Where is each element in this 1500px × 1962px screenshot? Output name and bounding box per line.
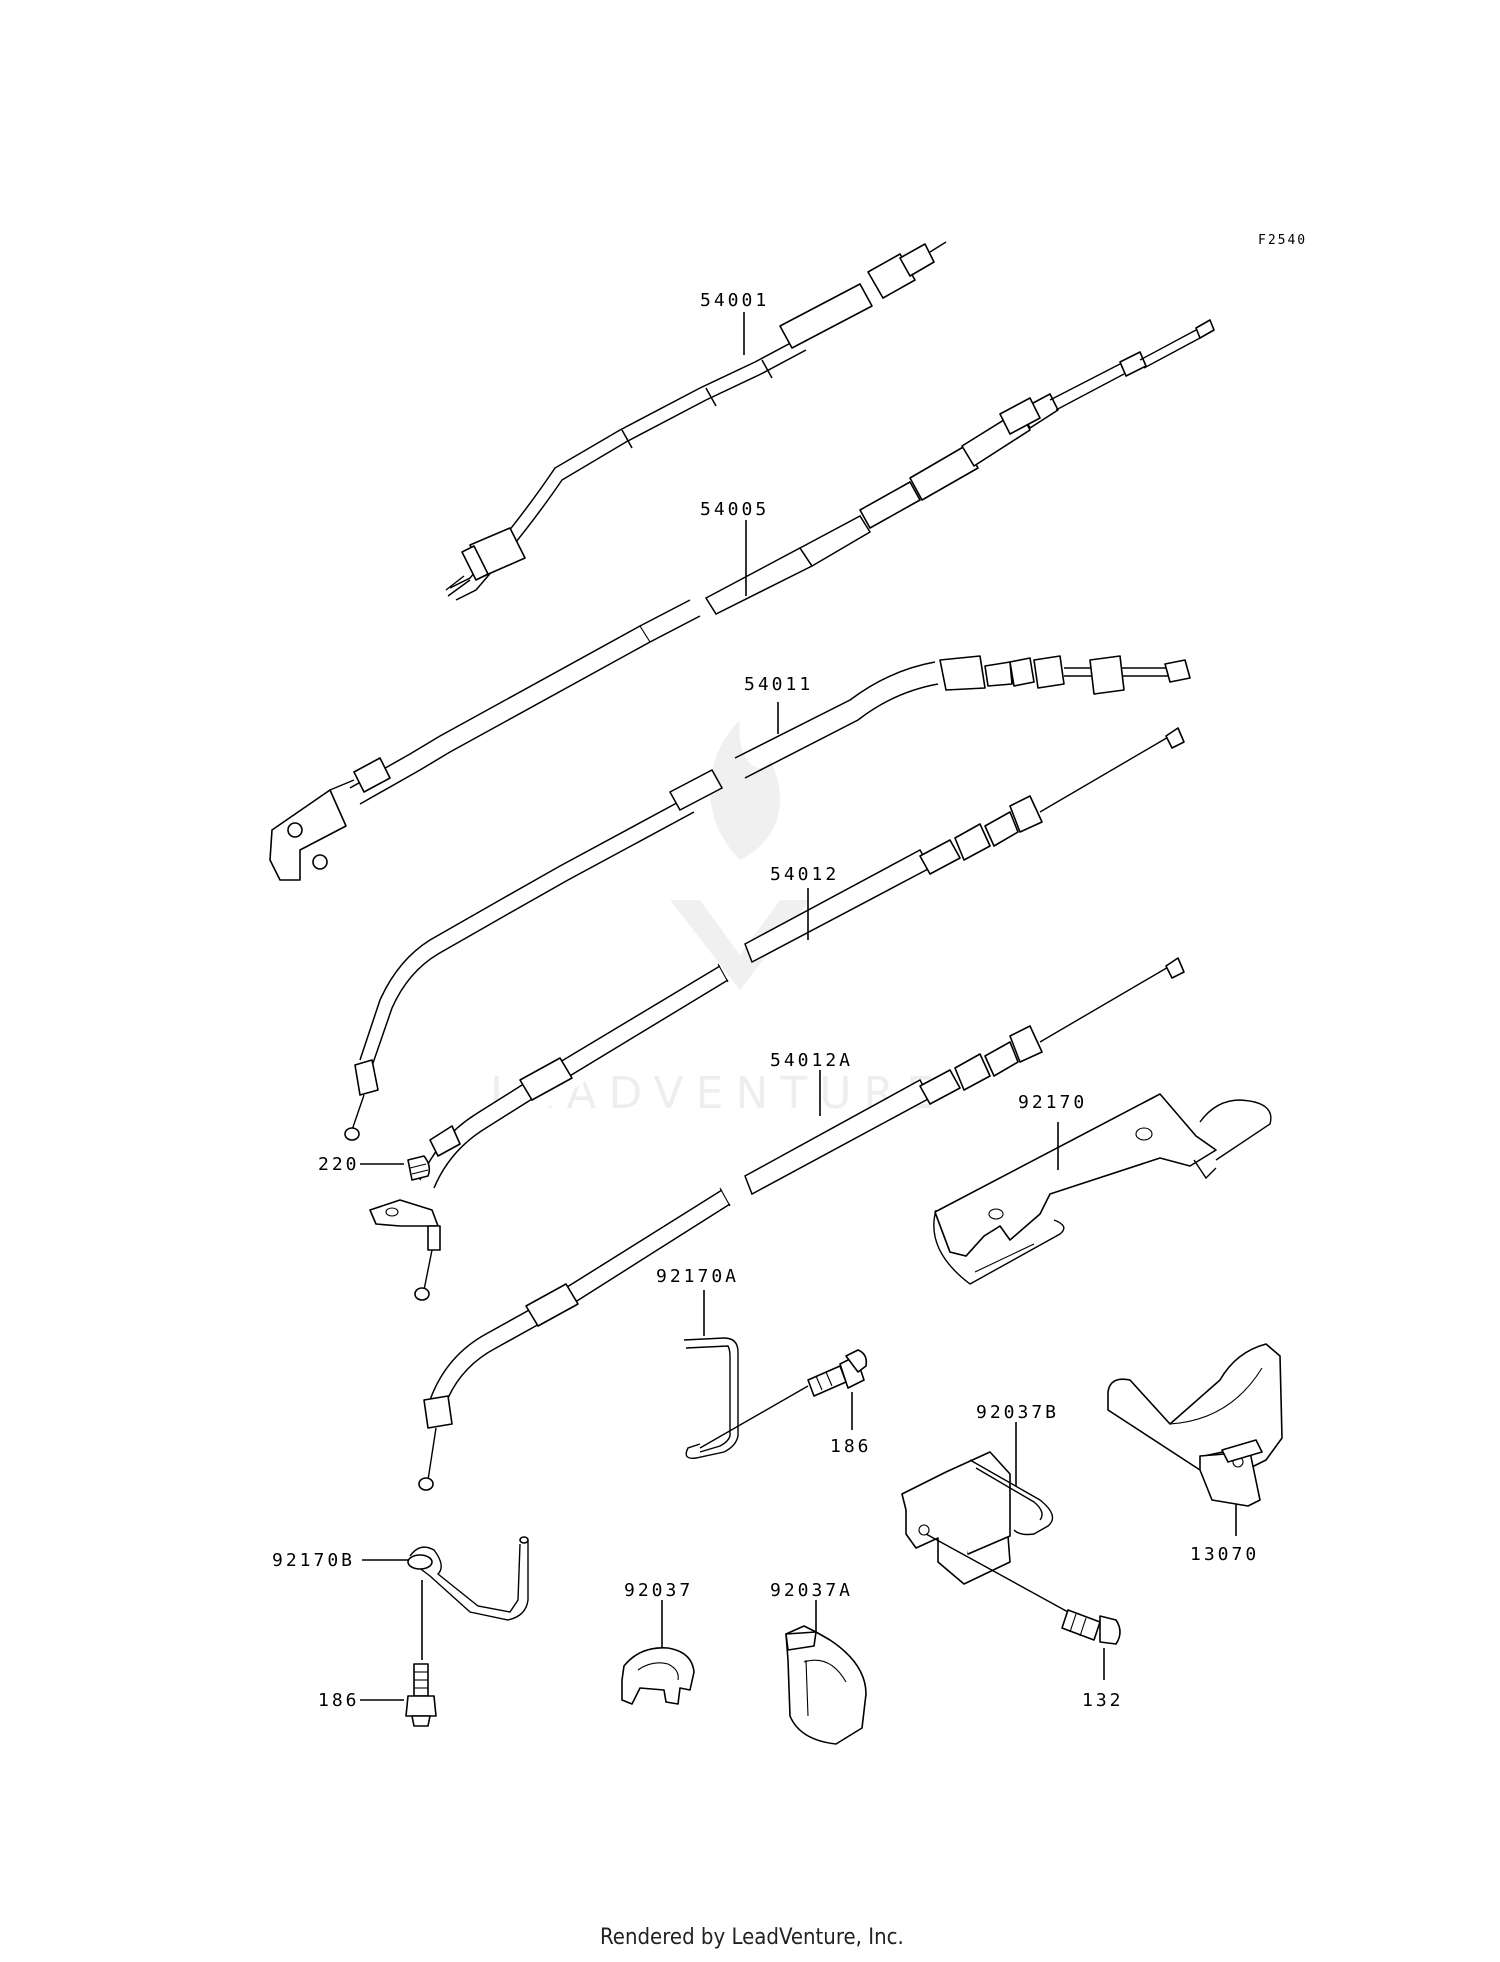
label-92037B: 92037B (976, 1402, 1059, 1423)
label-92170B: 92170B (272, 1550, 355, 1571)
bolt-132[interactable] (1061, 1609, 1121, 1645)
label-54012: 54012 (770, 864, 839, 885)
label-186-upper: 186 (830, 1436, 872, 1457)
label-92170A: 92170A (656, 1266, 739, 1287)
label-92170: 92170 (1018, 1092, 1087, 1113)
label-220: 220 (318, 1154, 360, 1175)
clutch-cable-54011[interactable] (344, 655, 1191, 1141)
clamp-92170A[interactable] (683, 1337, 809, 1459)
label-54012A: 54012A (770, 1050, 853, 1071)
label-54011: 54011 (744, 674, 813, 695)
bolt-186-upper[interactable] (807, 1349, 868, 1397)
figure-code: F2540 (1258, 233, 1307, 248)
screw-220[interactable] (407, 1155, 431, 1181)
bracket-92170[interactable] (933, 1093, 1272, 1285)
clamp-92037A[interactable] (785, 1625, 867, 1745)
bracket-92037B[interactable] (901, 1451, 1069, 1613)
footer-credit: Rendered by LeadVenture, Inc. (600, 1925, 904, 1950)
label-132: 132 (1082, 1690, 1124, 1711)
label-92037A: 92037A (770, 1580, 853, 1601)
label-186-lower: 186 (318, 1690, 360, 1711)
brake-cable-54005[interactable] (269, 319, 1215, 881)
bolt-186-lower[interactable] (405, 1663, 437, 1727)
clamp-92037[interactable] (621, 1647, 695, 1705)
label-54001: 54001 (700, 290, 769, 311)
speedometer-cable-54001[interactable] (445, 241, 947, 601)
label-13070: 13070 (1190, 1544, 1259, 1565)
clamp-92170B[interactable] (407, 1536, 529, 1621)
throttle-cable-54012A[interactable] (418, 957, 1185, 1491)
throttle-cable-54012[interactable] (369, 727, 1185, 1301)
plate-13070[interactable] (1107, 1343, 1283, 1507)
label-54005: 54005 (700, 499, 769, 520)
label-92037: 92037 (624, 1580, 693, 1601)
